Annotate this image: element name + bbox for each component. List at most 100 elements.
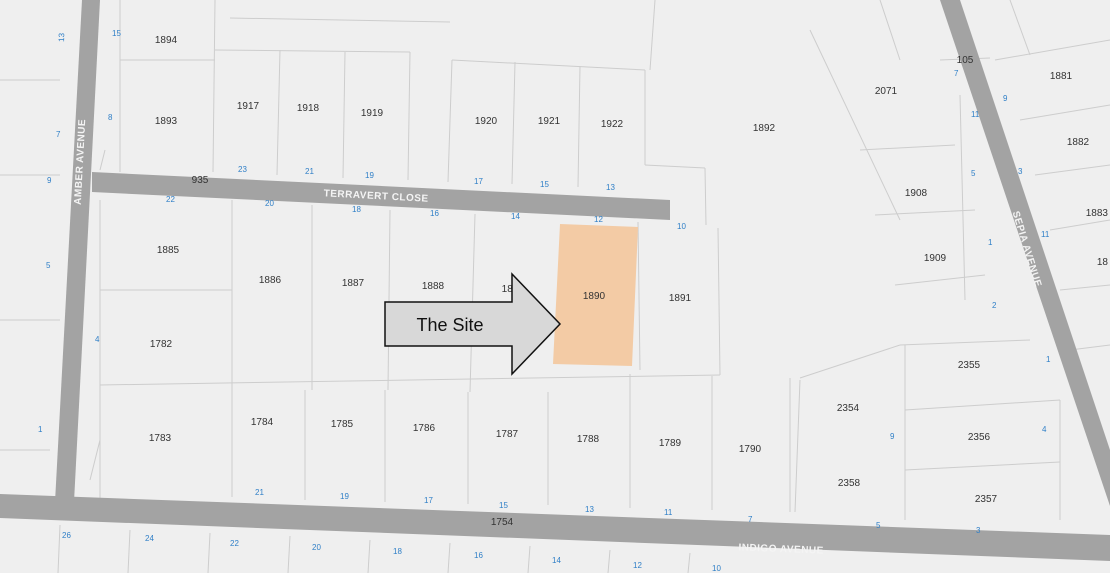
- house-number: 4: [95, 335, 100, 344]
- house-number: 20: [312, 543, 321, 552]
- lot-number: 1783: [149, 433, 172, 444]
- house-number: 14: [511, 212, 520, 221]
- lot-number: 1788: [577, 434, 600, 445]
- lot-number: 1785: [331, 419, 354, 430]
- lot-number: 2354: [837, 403, 860, 414]
- house-number: 5: [46, 261, 51, 270]
- lot-number: 1921: [538, 116, 561, 127]
- house-number: 1: [1046, 355, 1051, 364]
- house-number: 8: [108, 113, 113, 122]
- lot-number: 1784: [251, 417, 274, 428]
- house-number: 5: [876, 521, 881, 530]
- house-number: 18: [352, 205, 361, 214]
- lot-number: 1917: [237, 101, 260, 112]
- house-number: 17: [424, 496, 433, 505]
- lot-number: 1908: [905, 188, 928, 199]
- terravert-close-label: TERRAVERT CLOSE: [323, 188, 429, 204]
- lot-number: 1890: [583, 291, 606, 302]
- house-number: 3: [976, 526, 981, 535]
- lot-number: 1782: [150, 339, 173, 350]
- house-number: 21: [305, 167, 314, 176]
- house-number: 15: [499, 501, 508, 510]
- house-number: 21: [255, 488, 264, 497]
- lot-number: 1885: [157, 245, 180, 256]
- indigo-avenue-road: [0, 494, 1110, 561]
- lot-number: 1790: [739, 444, 762, 455]
- lot-number: 1888: [422, 281, 445, 292]
- callout-arrow: [384, 272, 562, 376]
- site-lot-1890[interactable]: [553, 224, 638, 366]
- sepia-road-erf: 105: [957, 55, 974, 66]
- lot-number: 1892: [753, 123, 776, 134]
- terravert-road-erf: 935: [192, 175, 209, 186]
- amber-avenue-label: AMBER AVENUE: [73, 119, 88, 205]
- lot-number: 1922: [601, 119, 624, 130]
- lot-number: 1893: [155, 116, 178, 127]
- house-number: 14: [552, 556, 561, 565]
- house-number: 2: [992, 301, 997, 310]
- house-number: 22: [230, 539, 239, 548]
- house-number: 9: [1003, 94, 1008, 103]
- house-number: 1: [38, 425, 43, 434]
- house-number: 24: [145, 534, 154, 543]
- lot-number: 1882: [1067, 137, 1090, 148]
- house-number: 1: [988, 238, 993, 247]
- lot-number: 2357: [975, 494, 998, 505]
- house-number: 11: [664, 508, 673, 517]
- house-number: 16: [474, 551, 483, 560]
- roads: [0, 0, 1110, 561]
- house-number: 20: [265, 199, 274, 208]
- lot-number: 1786: [413, 423, 436, 434]
- lot-number: 1909: [924, 253, 947, 264]
- house-number: 9: [890, 432, 895, 441]
- lot-number: 2355: [958, 360, 981, 371]
- house-number: 23: [238, 165, 247, 174]
- house-number: 3: [1018, 167, 1023, 176]
- house-number: 10: [677, 222, 686, 231]
- lot-number: 1886: [259, 275, 282, 286]
- house-number: 12: [633, 561, 642, 570]
- lot-number: 1887: [342, 278, 365, 289]
- house-number: 11: [1041, 230, 1050, 239]
- house-number: 15: [112, 29, 121, 38]
- road-erf-labels: 935 1754 105: [192, 55, 974, 528]
- house-number: 19: [340, 492, 349, 501]
- house-number: 11: [971, 110, 980, 119]
- house-number: 13: [585, 505, 594, 514]
- lot-number: 1891: [669, 293, 692, 304]
- house-number: 7: [954, 69, 959, 78]
- house-number: 16: [430, 209, 439, 218]
- house-number: 22: [166, 195, 175, 204]
- site-callout: The Site: [384, 272, 562, 376]
- house-number: 26: [62, 531, 71, 540]
- sepia-avenue-road: [940, 0, 1110, 506]
- lot-numbers: 1894 1893 1917 1918 1919 1920 1921 1922 …: [149, 35, 1109, 505]
- house-number: 9: [47, 176, 52, 185]
- house-number: 13: [57, 32, 66, 42]
- lot-number: 18: [1097, 257, 1109, 268]
- lot-number: 1894: [155, 35, 178, 46]
- house-number: 7: [56, 130, 61, 139]
- house-number: 18: [393, 547, 402, 556]
- lot-number: 1918: [297, 103, 320, 114]
- house-number: 13: [606, 183, 615, 192]
- lot-number: 18?: [502, 284, 519, 295]
- lot-number: 1920: [475, 116, 498, 127]
- house-numbers: 13 15 8 7 9 5 4 1 19 21 23 20 22 18 16 1…: [38, 29, 1051, 573]
- house-number: 19: [365, 171, 374, 180]
- lot-number: 1787: [496, 429, 519, 440]
- indigo-road-erf: 1754: [491, 517, 514, 528]
- house-number: 12: [594, 215, 603, 224]
- indigo-avenue-label: INDIGO AVENUE: [738, 542, 824, 556]
- house-number: 10: [712, 564, 721, 573]
- lot-number: 2356: [968, 432, 991, 443]
- lot-number: 1919: [361, 108, 384, 119]
- lot-number: 1883: [1086, 208, 1109, 219]
- house-number: 15: [540, 180, 549, 189]
- lot-number: 1789: [659, 438, 682, 449]
- house-number: 5: [971, 169, 976, 178]
- lot-number: 2358: [838, 478, 861, 489]
